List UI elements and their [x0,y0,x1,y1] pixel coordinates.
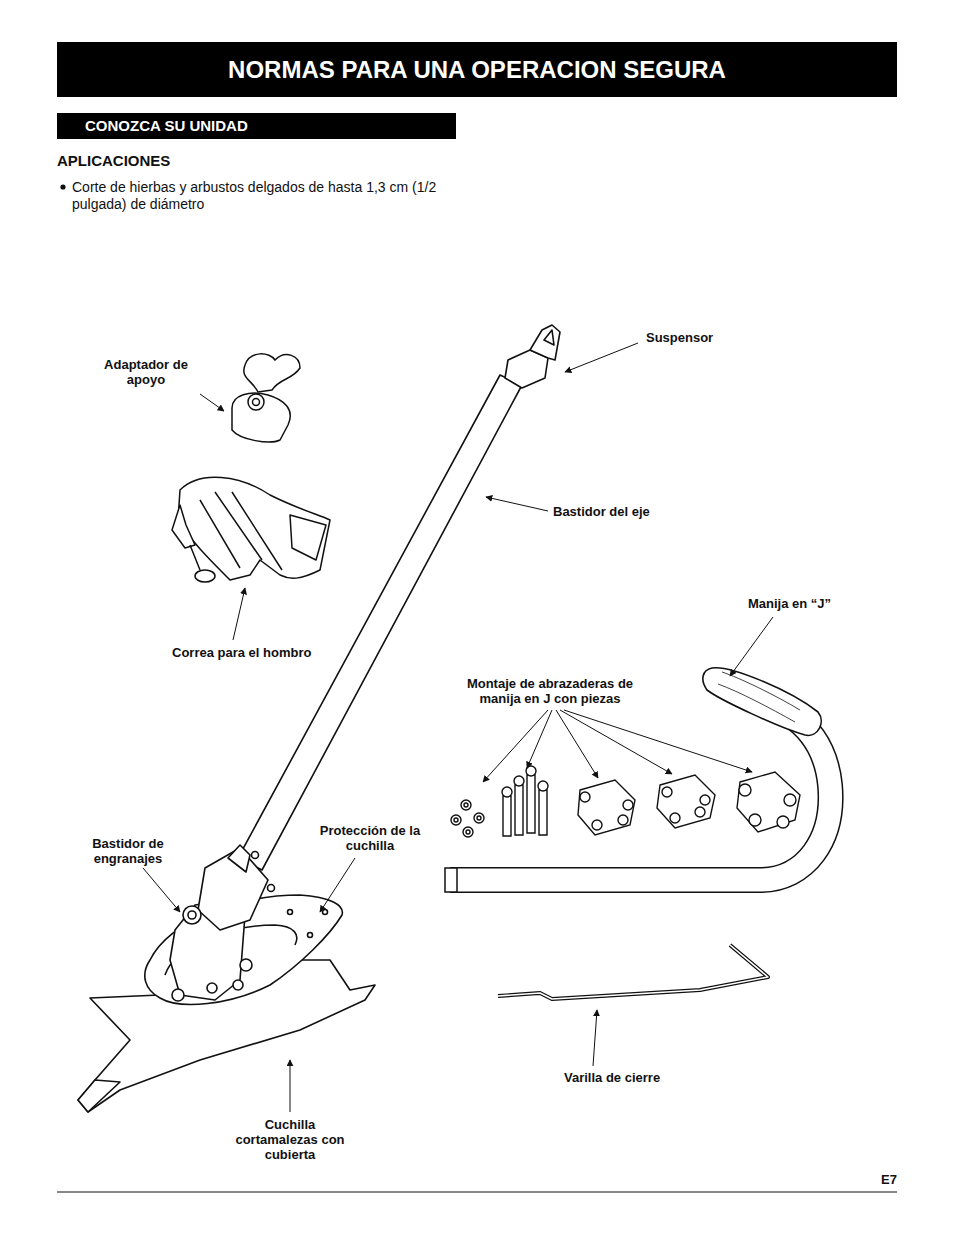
trimmer-drawing [78,325,560,1112]
part-label: Correa para el hombro [172,645,342,660]
locking-rod-drawing [498,945,768,999]
part-label: Varilla de cierre [564,1070,684,1085]
part-label: Adaptador de apoyo [96,357,196,387]
section-heading: CONOZCA SU UNIDAD [85,117,446,135]
footer-rule [57,1192,897,1193]
part-label: Manija en “J” [748,596,858,611]
bullet [60,184,65,189]
support-adapter-drawing [232,354,300,442]
shoulder-strap-drawing [172,477,330,582]
j-handle-drawing [445,668,831,892]
part-label: Protección de la cuchilla [318,823,422,853]
part-label: Bastidor de engranajes [78,836,178,866]
subheading: APLICACIONES [57,152,307,170]
part-label: Montaje de abrazaderas de manija en J co… [450,676,650,706]
clamp-hardware-drawing [451,766,800,837]
section-band: CONOZCA SU UNIDAD [57,113,456,139]
part-label: Bastidor del eje [553,504,683,519]
page-number: E7 [840,1172,897,1187]
part-label: Suspensor [646,330,736,345]
title-band: NORMAS PARA UNA OPERACION SEGURA [57,42,897,97]
leader-lines [143,343,773,1112]
locking-rod-drawing [498,945,768,999]
part-label: Cuchilla cortamalezas con cubierta [230,1117,350,1162]
page-title: NORMAS PARA UNA OPERACION SEGURA [228,56,726,84]
bullet-text: Corte de hierbas y arbustos delgados de … [72,179,442,213]
